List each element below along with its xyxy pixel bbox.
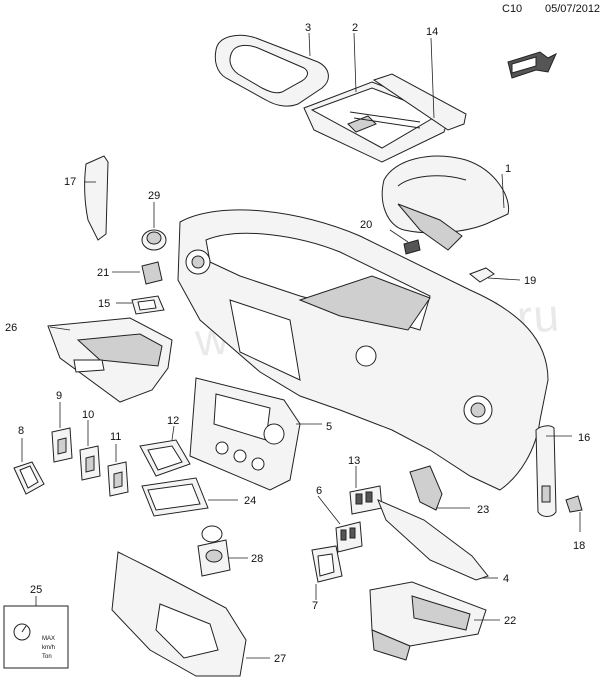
callout-22: 22 xyxy=(504,615,516,627)
callout-7: 7 xyxy=(312,600,318,612)
part-24-drawer xyxy=(141,477,209,517)
diagram-date: 05/07/2012 xyxy=(545,3,600,15)
callout-29: 29 xyxy=(148,190,160,202)
part-28-power-socket xyxy=(197,525,231,577)
callout-10: 10 xyxy=(82,409,94,421)
dashboard-main xyxy=(177,209,549,491)
part-16-side-trim xyxy=(535,425,557,517)
part-11-switch xyxy=(107,461,129,497)
part-15-bezel xyxy=(131,295,165,315)
callout-16: 16 xyxy=(578,432,590,444)
callout-24: 24 xyxy=(244,495,256,507)
callout-2: 2 xyxy=(352,22,358,34)
callout-25: 25 xyxy=(30,584,42,596)
part-14-trim-strip xyxy=(372,73,467,131)
callout-12: 12 xyxy=(167,415,179,427)
callout-21: 21 xyxy=(97,267,109,279)
callout-14: 14 xyxy=(426,26,438,38)
part-27-lower-console xyxy=(111,551,247,677)
callout-18: 18 xyxy=(573,540,585,552)
part-9-switch xyxy=(51,427,73,463)
part-12-tray xyxy=(139,439,191,477)
leader-lines xyxy=(21,32,581,659)
part-3-upper-frame xyxy=(214,34,329,107)
part-21-switch xyxy=(141,261,163,285)
callout-28: 28 xyxy=(251,553,263,565)
callout-8: 8 xyxy=(18,425,24,437)
decal-ton-label: Ton xyxy=(42,654,52,660)
callout-6: 6 xyxy=(316,485,322,497)
decal-max-label: MAX xyxy=(42,636,55,642)
part-26-glove-box xyxy=(47,317,173,403)
part-20-clip xyxy=(403,239,421,255)
part-17-side-trim xyxy=(84,155,109,241)
part-5-center-bezel xyxy=(189,377,301,491)
callout-15: 15 xyxy=(98,298,110,310)
callout-17: 17 xyxy=(64,176,76,188)
part-10-switch xyxy=(79,445,101,481)
diagram-code: C10 xyxy=(502,3,523,15)
callout-4: 4 xyxy=(503,573,509,585)
part-22-lower-box xyxy=(369,581,487,661)
callout-13: 13 xyxy=(348,455,360,467)
callout-3: 3 xyxy=(305,22,311,34)
decal-kmh-label: km/h xyxy=(42,645,55,651)
front-arrow-icon xyxy=(507,51,558,79)
callout-23: 23 xyxy=(477,504,489,516)
callout-9: 9 xyxy=(56,390,62,402)
callout-1: 1 xyxy=(505,163,511,175)
part-19-cover xyxy=(469,267,495,283)
callout-20: 20 xyxy=(360,219,372,231)
part-6-switch-block xyxy=(335,521,363,553)
callout-26: 26 xyxy=(5,322,17,334)
callout-27: 27 xyxy=(274,653,286,665)
part-25-speed-decal xyxy=(3,605,69,669)
part-1-cluster-hood xyxy=(381,155,510,251)
callout-19: 19 xyxy=(524,275,536,287)
part-7-bezel xyxy=(311,545,343,583)
part-23-bracket xyxy=(409,465,443,511)
part-29-round-switch xyxy=(141,229,167,251)
part-8-bezel xyxy=(13,461,45,495)
callout-11: 11 xyxy=(110,431,121,443)
callout-5: 5 xyxy=(326,421,332,433)
part-18-knob xyxy=(565,495,583,513)
